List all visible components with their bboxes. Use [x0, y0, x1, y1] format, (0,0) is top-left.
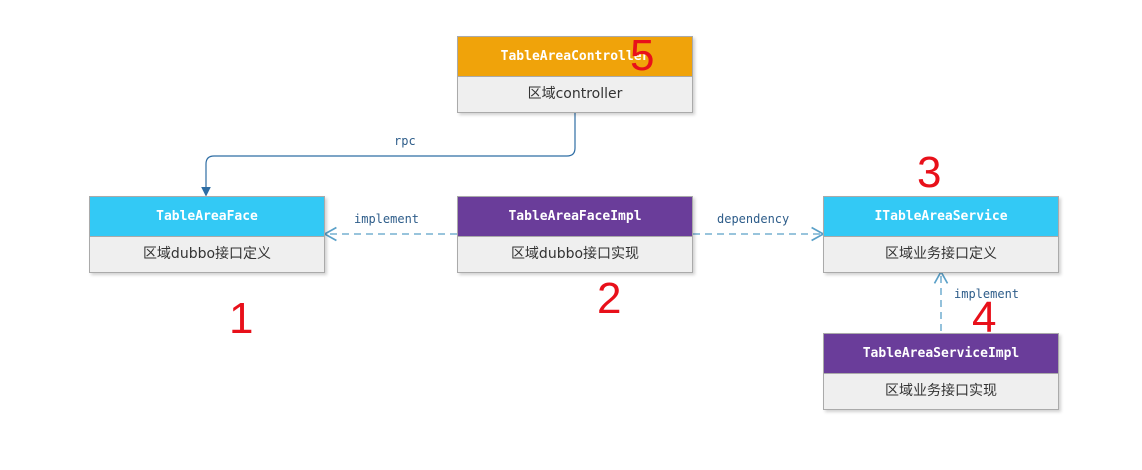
face-title: TableAreaFace: [90, 197, 324, 237]
step-number-5: 5: [630, 31, 655, 80]
face-impl-title: TableAreaFaceImpl: [458, 197, 692, 237]
service-title: ITableAreaService: [824, 197, 1058, 237]
face-desc: 区域dubbo接口定义: [90, 237, 324, 272]
controller-node[interactable]: TableAreaController 区域controller: [457, 36, 693, 113]
controller-desc: 区域controller: [458, 77, 692, 112]
service-impl-node[interactable]: TableAreaServiceImpl 区域业务接口实现: [823, 333, 1059, 410]
service-node[interactable]: ITableAreaService 区域业务接口定义: [823, 196, 1059, 273]
step-number-3: 3: [917, 148, 942, 197]
step-number-4: 4: [972, 293, 997, 342]
controller-title: TableAreaController: [458, 37, 692, 77]
face-node[interactable]: TableAreaFace 区域dubbo接口定义: [89, 196, 325, 273]
step-number-1: 1: [229, 294, 254, 343]
service-impl-title: TableAreaServiceImpl: [824, 334, 1058, 374]
service-impl-desc: 区域业务接口实现: [824, 374, 1058, 409]
implement-face-label: implement: [352, 212, 422, 226]
step-number-2: 2: [597, 274, 622, 323]
face-impl-desc: 区域dubbo接口实现: [458, 237, 692, 272]
rpc-label: rpc: [392, 134, 418, 148]
rpc-edge: [201, 112, 576, 197]
face-impl-node[interactable]: TableAreaFaceImpl 区域dubbo接口实现: [457, 196, 693, 273]
implement-service-label: implement: [952, 287, 1022, 301]
service-desc: 区域业务接口定义: [824, 237, 1058, 272]
dependency-label: dependency: [715, 212, 792, 226]
